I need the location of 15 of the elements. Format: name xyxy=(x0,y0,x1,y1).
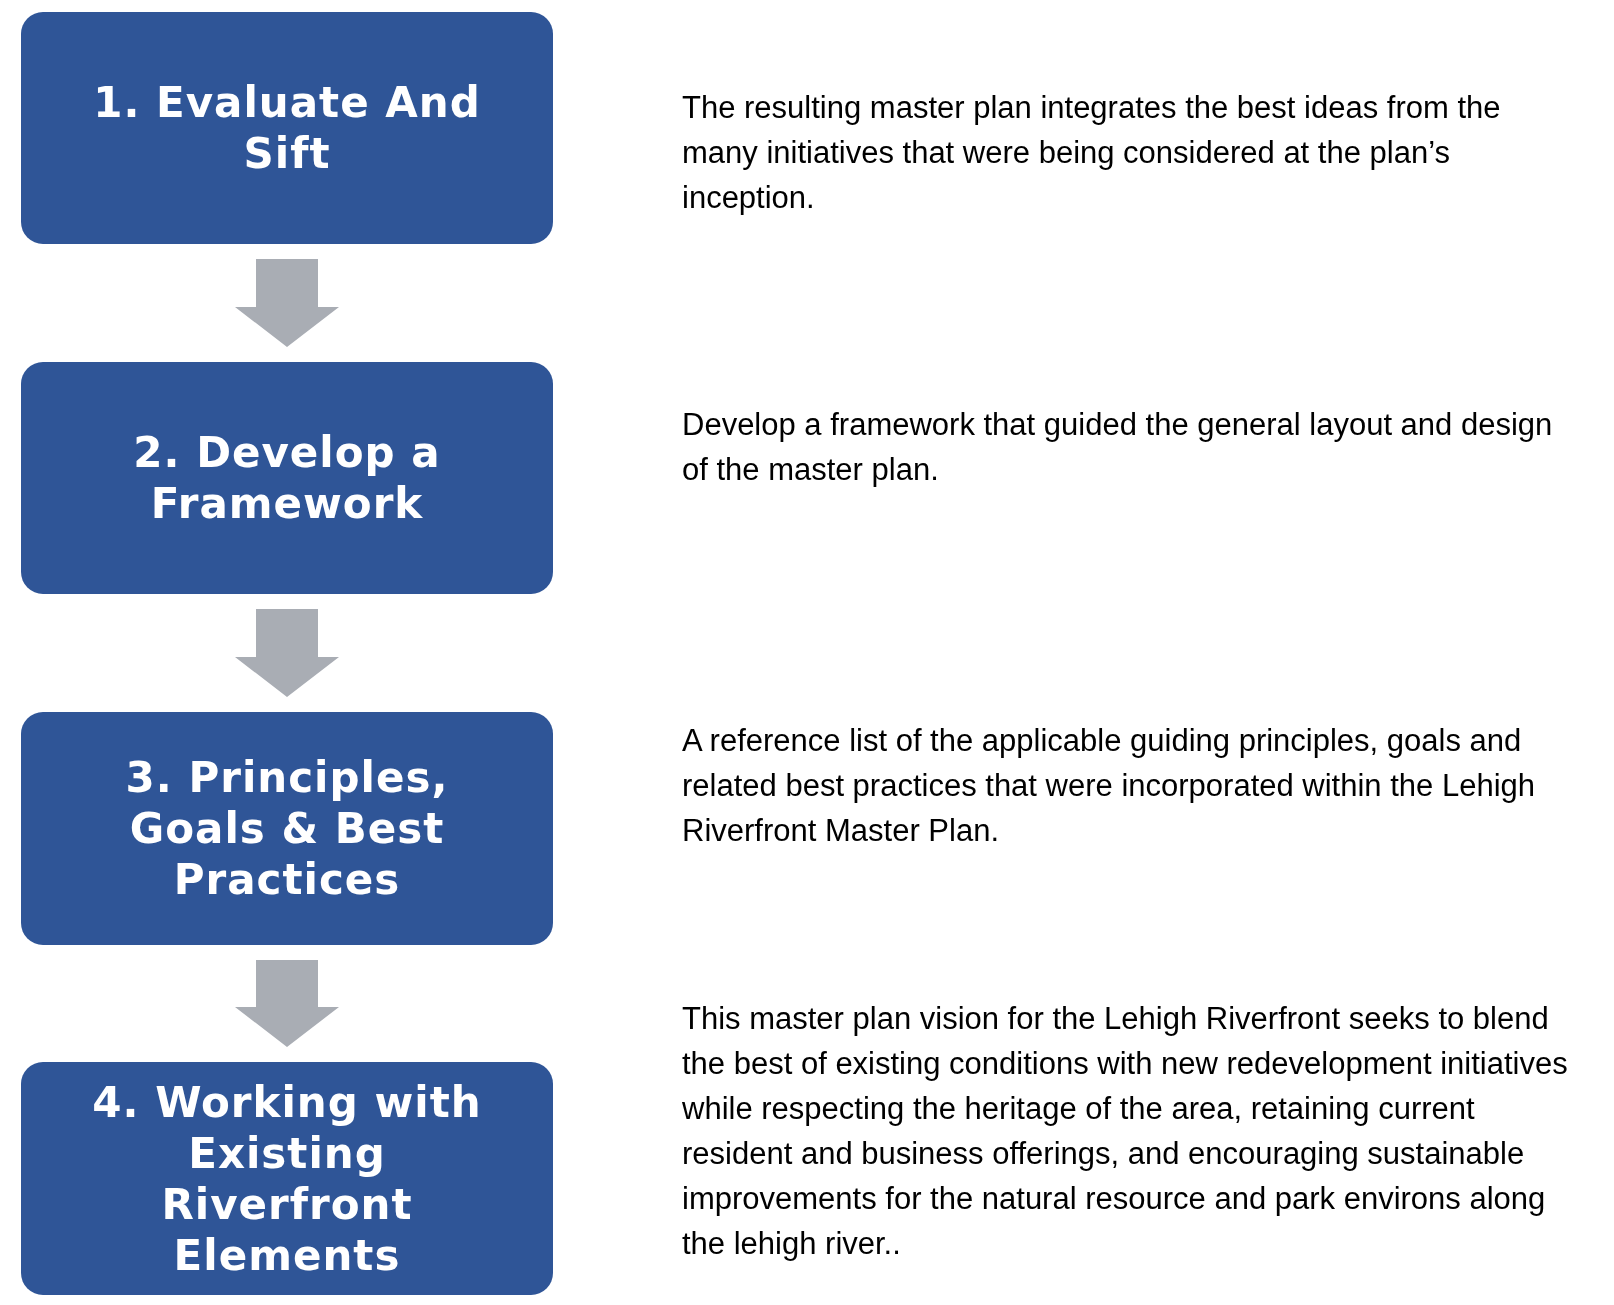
step-box xyxy=(21,12,553,244)
description-text: A reference list of the applicable guiding principles, goals and related best practices that were incorporated within the Lehigh Riverfront Master Plan. xyxy=(682,722,1536,850)
block-arrow xyxy=(235,960,339,1047)
description-text: Develop a framework that guided the general layout and design of the master plan. xyxy=(682,406,1554,489)
description-text: The resulting master plan integrates the best ideas from the many initiatives that were being considered at the plan’s inception. xyxy=(682,89,1502,217)
step-title: 3. Principles, Goals & Best Practices xyxy=(124,752,450,905)
block-arrow xyxy=(235,259,339,347)
block-arrow xyxy=(235,609,339,697)
step-title: 4. Working with Existing Riverfront Elements xyxy=(91,1076,483,1281)
step-box xyxy=(21,712,553,945)
step-title: 2. Develop a Framework xyxy=(132,427,442,529)
step-title: 1. Evaluate And Sift xyxy=(92,77,482,179)
description-text: This master plan vision for the Lehigh Riverfront seeks to blend the best of existing conditions with new redevelopment initiatives while respecting the heritage of the area, retaining current resident and business offerings, and encouraging sustainable improvements for the natural resource and park environs along the lehigh river.. xyxy=(682,1000,1569,1263)
step-box xyxy=(21,362,553,594)
step-box xyxy=(21,1062,553,1295)
